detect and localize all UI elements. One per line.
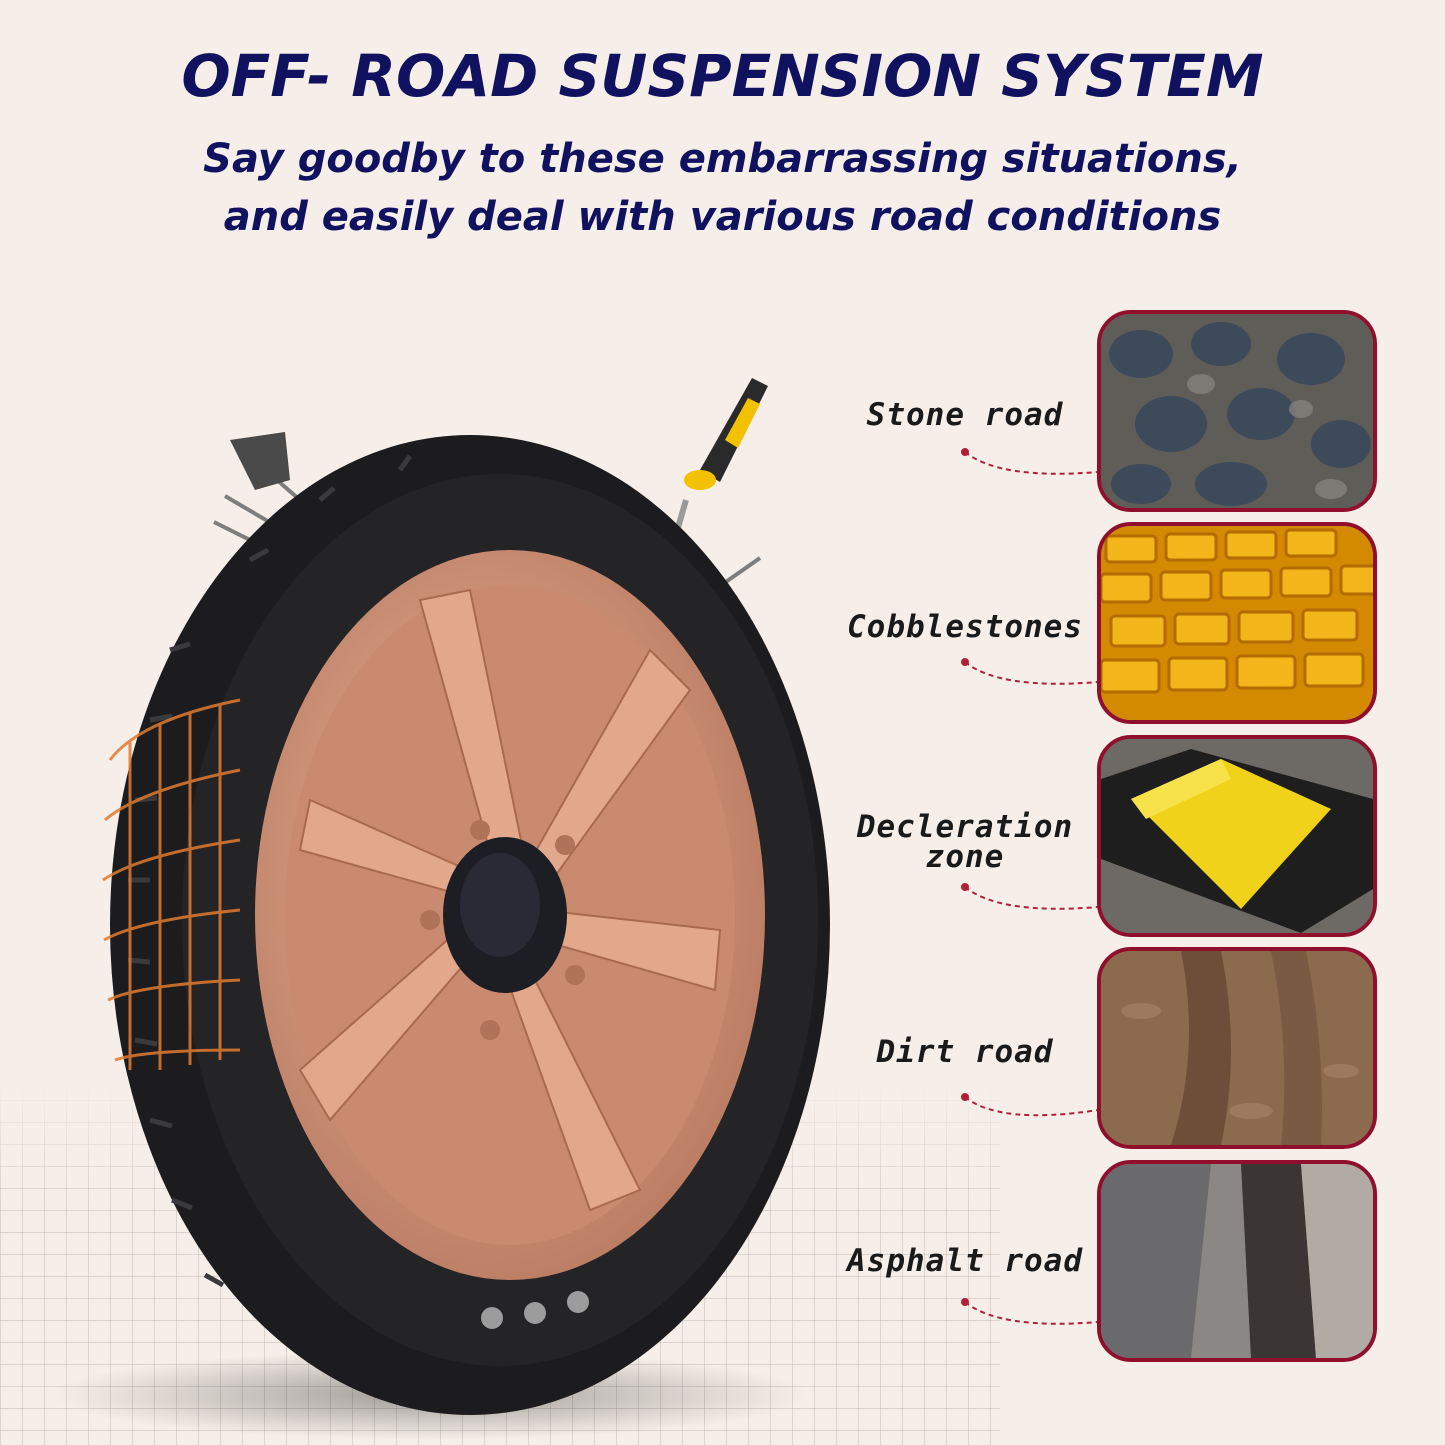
tire-illustration — [102, 378, 830, 1415]
label-deceleration-zone: Decleration zone — [840, 809, 1090, 875]
label-dirt-road: Dirt road — [876, 1034, 1054, 1070]
subheadline-line-2: and easily deal with various road condit… — [223, 194, 1222, 240]
label-cobblestones: Cobblestones — [847, 609, 1083, 645]
label-deceleration-line-2: zone — [925, 839, 1005, 875]
thumb-dirt-road — [1097, 947, 1377, 1149]
thumb-asphalt-road — [1097, 1160, 1377, 1362]
thumb-cobblestones — [1097, 522, 1377, 724]
label-stone-road: Stone road — [866, 397, 1064, 433]
thumb-stone-road — [1097, 310, 1377, 512]
headline: OFF- ROAD SUSPENSION SYSTEM — [181, 42, 1264, 110]
subheadline-line-1: Say goodby to these embarrassing situati… — [203, 136, 1242, 182]
label-deceleration-line-1: Decleration — [856, 809, 1074, 845]
thumb-deceleration-zone — [1097, 735, 1377, 937]
label-asphalt-road: Asphalt road — [847, 1243, 1083, 1279]
